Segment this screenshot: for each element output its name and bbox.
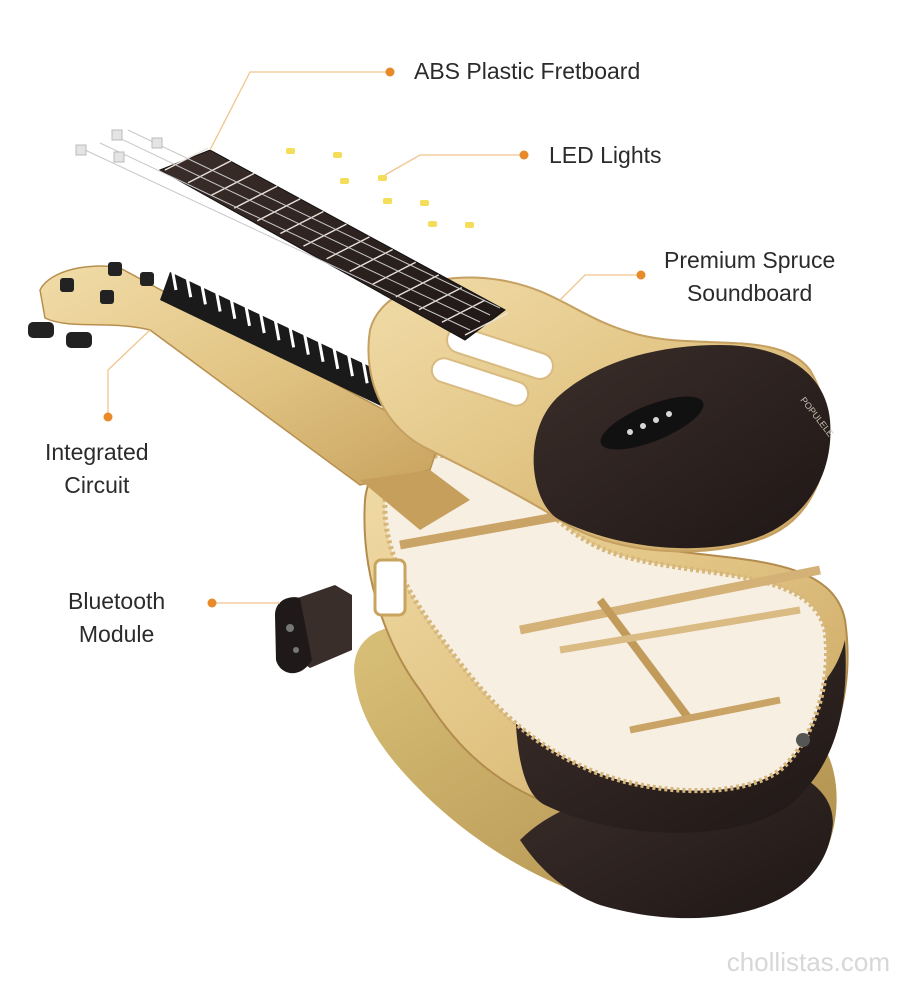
fret-line [418,286,463,311]
circuit-led-segment [199,282,207,305]
label-bluetooth-module: Bluetooth Module [68,585,165,651]
led-callout-dot [519,150,529,160]
fret-line [210,172,255,197]
label-line: ABS Plastic Fretboard [414,58,641,84]
fret-line [372,261,417,285]
circuit-led-segment [302,332,310,355]
circuit-led-segment [317,339,325,363]
label-abs-plastic-fretboard: ABS Plastic Fretboard [414,55,640,88]
fret-line [256,198,301,222]
circuit-led-segment [258,310,266,334]
circuit-led-segment [332,346,340,370]
fret-line [233,185,278,209]
fret-line [326,236,370,260]
label-line: Module [78,621,155,647]
fret-line [441,299,486,323]
watermark: chollistas.com [726,947,890,977]
bluetooth-callout-dot [207,598,217,608]
circuit-led-segment [244,303,252,327]
circuit-led-segment [185,274,193,298]
circuit-led-segment [288,325,296,348]
label-line: LED Lights [549,142,662,168]
fret-line [187,160,232,184]
circuit-led-segment [214,289,222,312]
circuit-led-segment [361,361,369,384]
label-line: Premium Spruce [664,247,836,273]
fret-line [280,210,324,235]
fretboard-callout-dot [385,67,395,77]
label-line: Soundboard [686,280,813,306]
circuit-led-segment [170,267,178,291]
label-premium-spruce-soundboard: Premium Spruce Soundboard [664,244,835,310]
circuit-led-segment [346,353,354,377]
soundboard-callout-dot [636,270,646,280]
circuit-led-segment [229,296,237,319]
label-line: Integrated [45,439,149,465]
fret-line [464,312,509,336]
leader-lines [107,71,640,604]
fretboard [75,129,509,341]
label-line: Circuit [64,472,130,498]
fret-line [395,274,440,298]
lower-neck [28,262,470,530]
body-frame [363,436,849,833]
led-lights [286,148,474,228]
label-line: Bluetooth [68,588,166,614]
circuit-led-segment [273,317,281,341]
soundboard: POPULELE [367,276,836,553]
bluetooth-module [275,585,352,674]
label-integrated-circuit: Integrated Circuit [45,436,149,502]
circuit-callout-dot [103,412,113,422]
label-led-lights: LED Lights [549,139,662,172]
fret-line [164,147,209,171]
